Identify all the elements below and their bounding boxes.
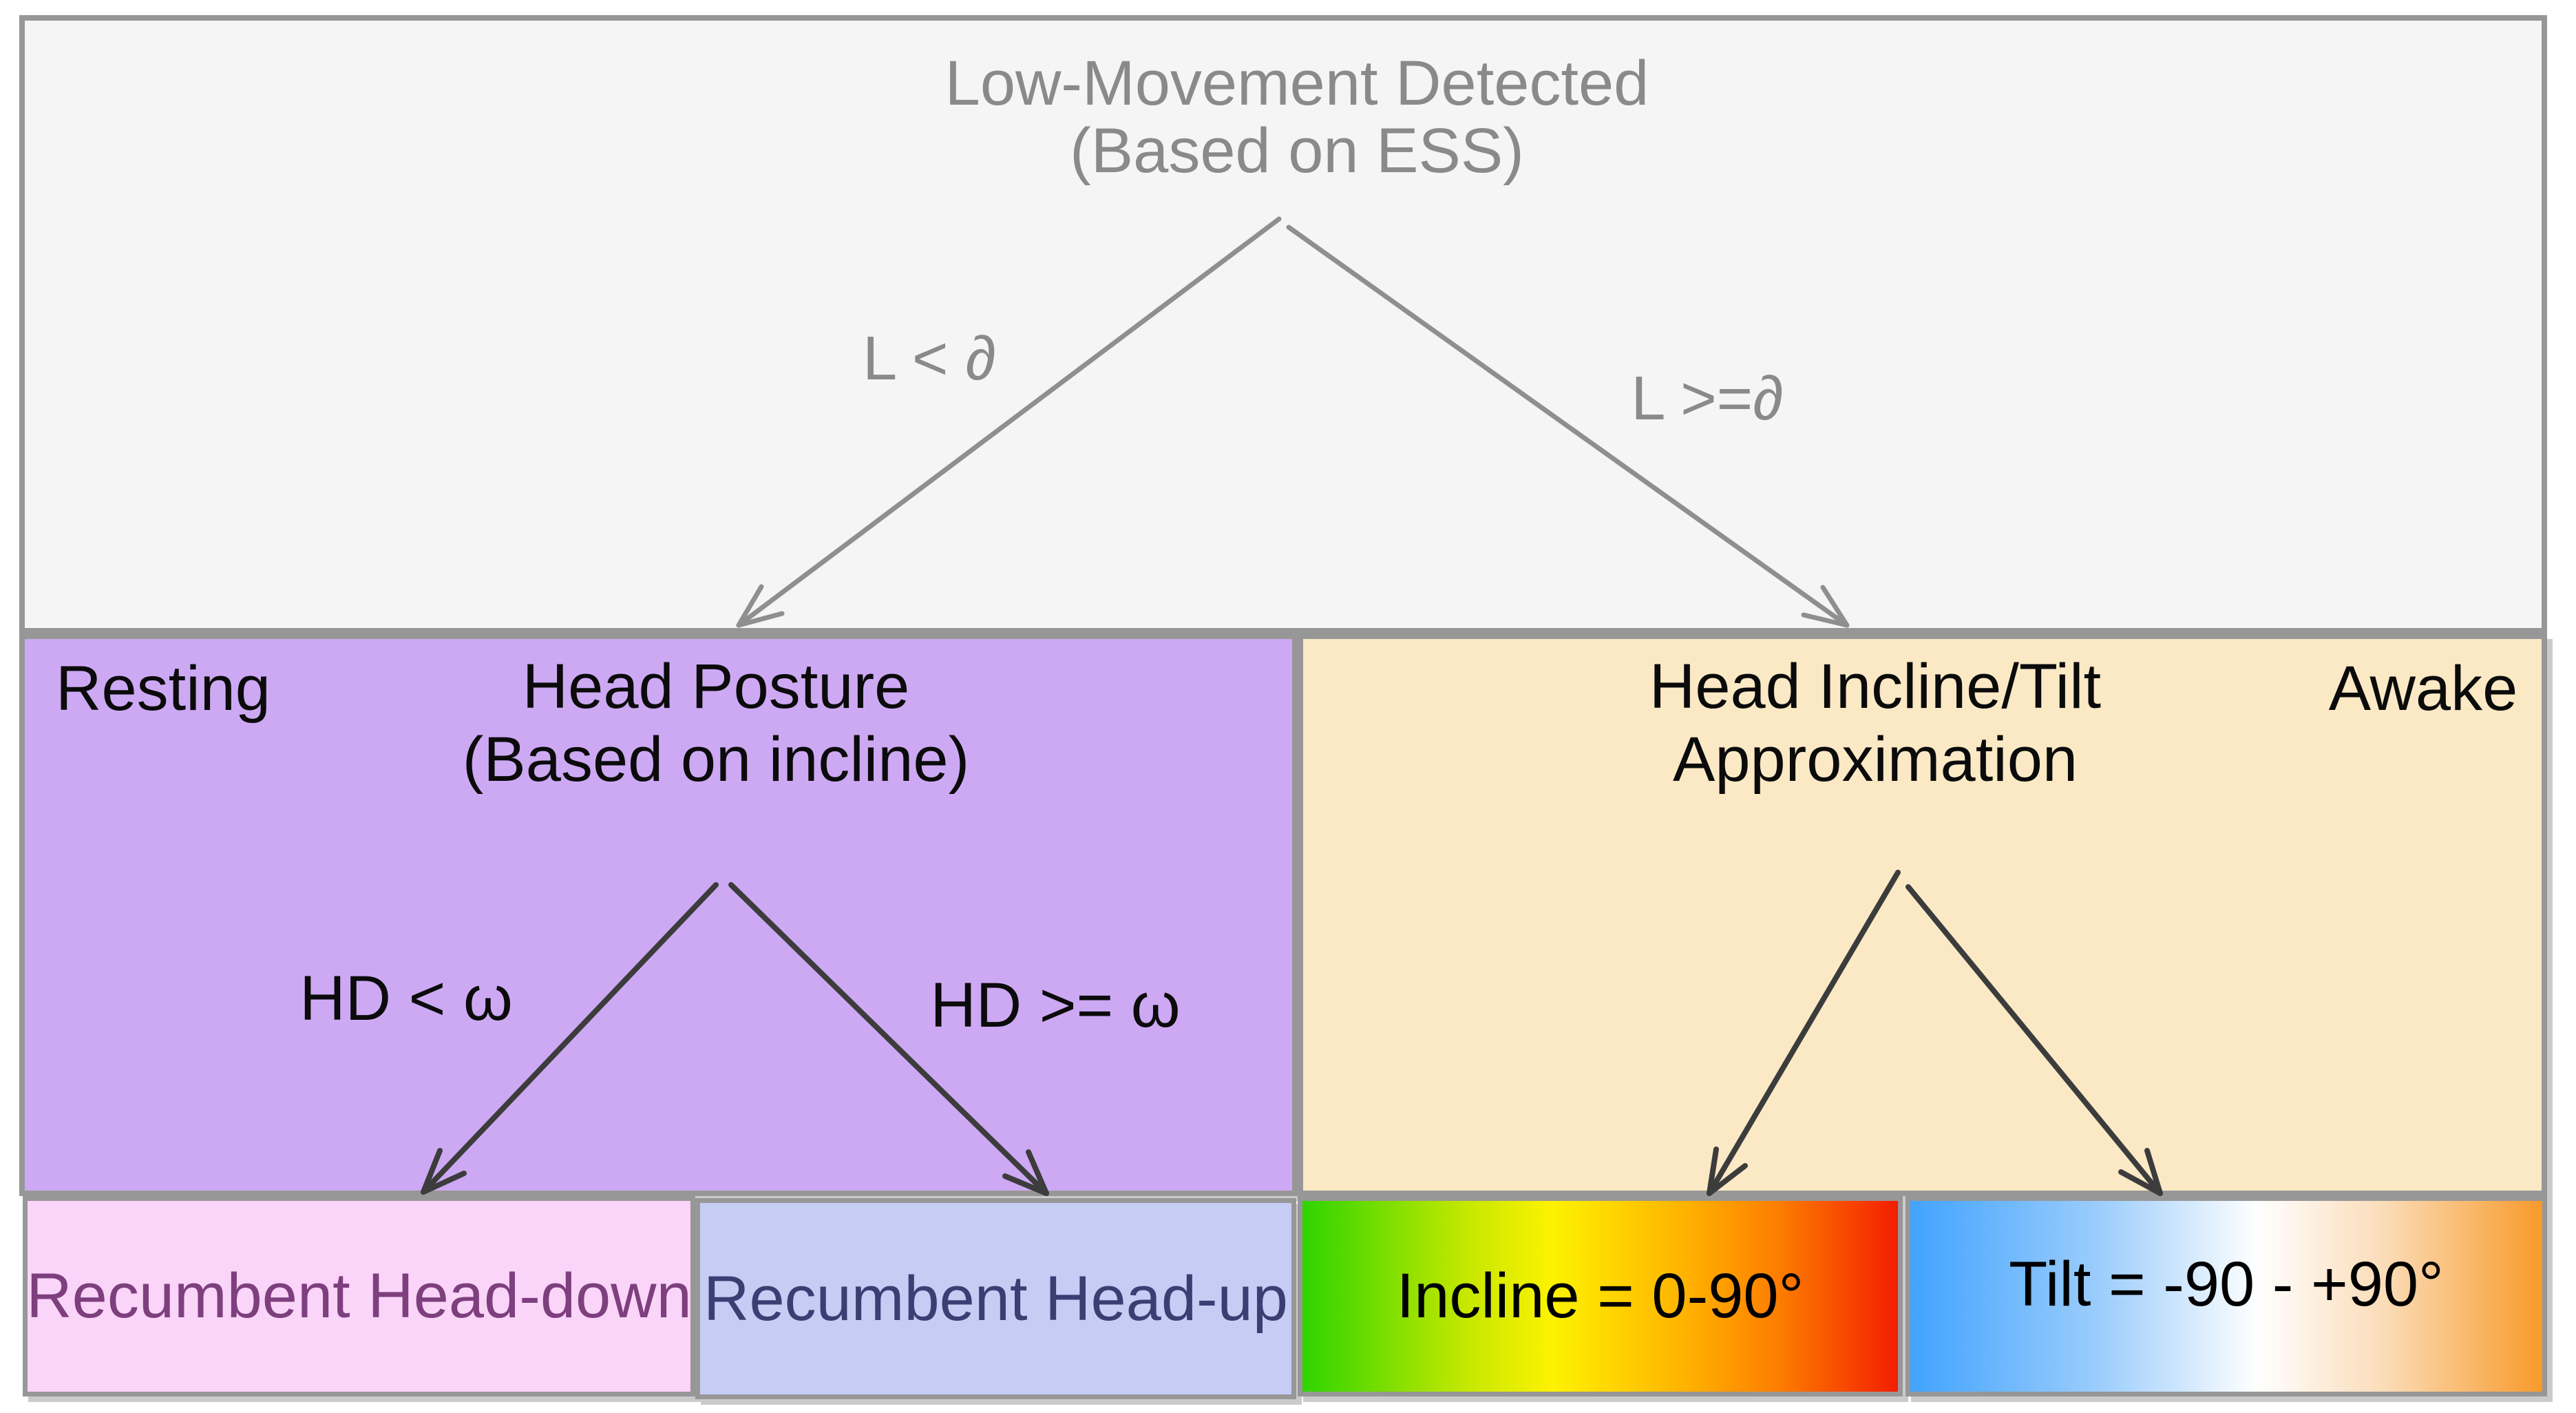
incline-leaf: Incline = 0-90° — [1298, 1196, 1903, 1396]
root-title-line2: (Based on ESS) — [1070, 116, 1524, 186]
edge-label-high-movement: L >=∂ — [1631, 364, 1784, 433]
recumbent-head-down-label: Recumbent Head-down — [26, 1261, 692, 1331]
root-title-line1: Low-Movement Detected — [944, 48, 1649, 118]
resting-tag: Resting — [56, 653, 271, 724]
resting-header-line2: (Based on incline) — [462, 724, 970, 795]
tilt-leaf: Tilt = -90 - +90° — [1905, 1196, 2547, 1396]
edge-label-head-up: HD >= ω — [930, 970, 1181, 1040]
recumbent-head-up-leaf: Recumbent Head-up — [695, 1198, 1296, 1399]
awake-header-line2: Approximation — [1672, 724, 2078, 795]
recumbent-head-up-label: Recumbent Head-up — [704, 1263, 1288, 1334]
low-movement-panel — [19, 15, 2547, 634]
recumbent-head-down-leaf: Recumbent Head-down — [23, 1196, 695, 1396]
resting-header: Head Posture (Based on incline) — [463, 650, 969, 796]
incline-range-label: Incline = 0-90° — [1396, 1261, 1804, 1331]
resting-header-line1: Head Posture — [522, 651, 910, 722]
edge-label-head-down: HD < ω — [299, 963, 513, 1034]
edge-label-low-movement: L < ∂ — [863, 324, 996, 393]
awake-tag: Awake — [2328, 653, 2518, 724]
root-title: Low-Movement Detected (Based on ESS) — [945, 50, 1649, 185]
awake-header-line1: Head Incline/Tilt — [1649, 651, 2102, 722]
tilt-range-label: Tilt = -90 - +90° — [2009, 1249, 2444, 1319]
awake-header: Head Incline/Tilt Approximation — [1649, 650, 2101, 796]
